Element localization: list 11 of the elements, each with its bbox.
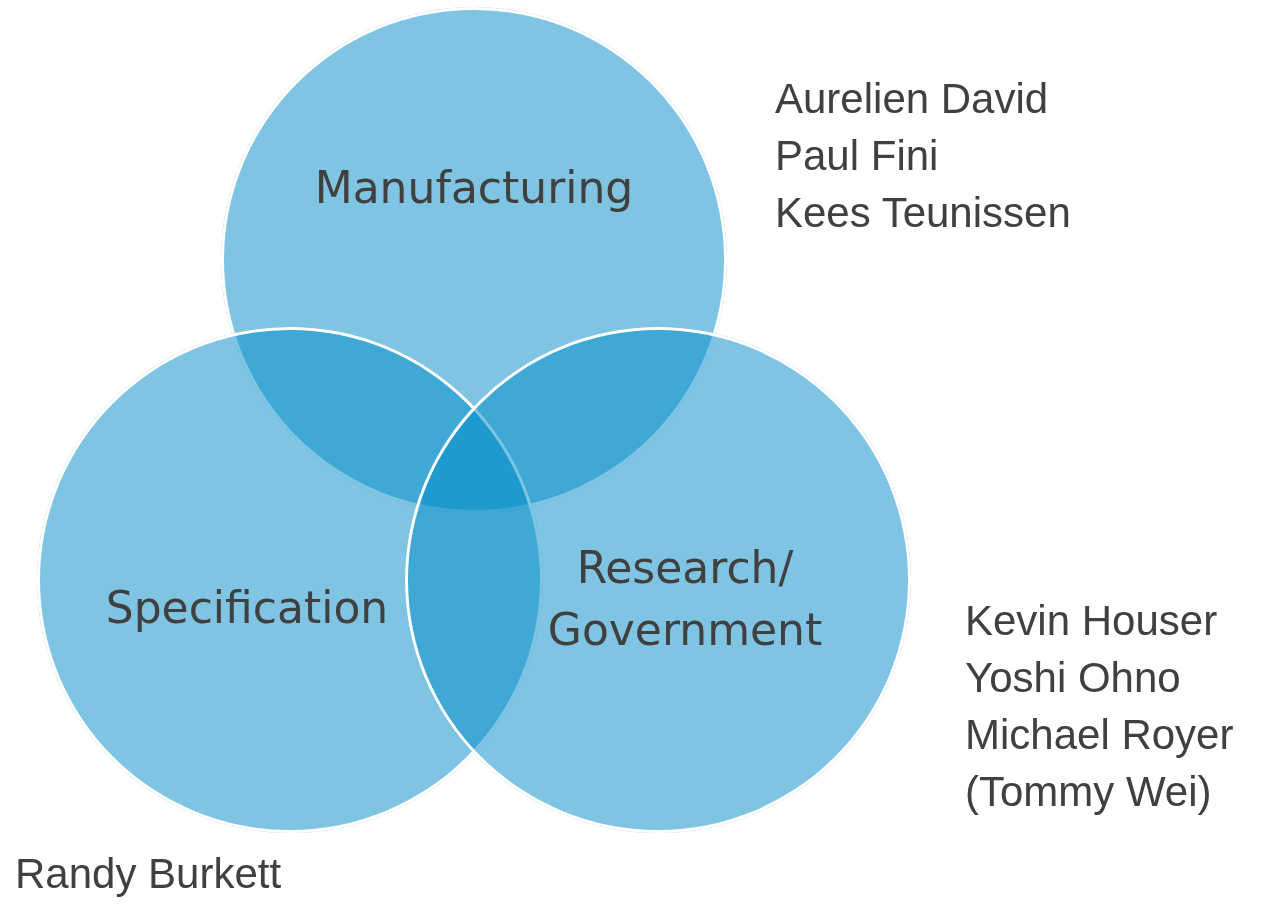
- circle-label: Specification: [104, 581, 390, 635]
- circle-label: Research/ Government: [546, 541, 824, 657]
- person-name: Michael Royer: [965, 710, 1234, 760]
- person-name: (Tommy Wei): [965, 767, 1212, 817]
- person-name: Kevin Houser: [965, 596, 1218, 646]
- person-name: Randy Burkett: [15, 849, 282, 899]
- person-name: Aurelien David: [775, 74, 1049, 124]
- person-name: Kees Teunissen: [775, 188, 1071, 238]
- person-name: Paul Fini: [775, 131, 939, 181]
- circle-label: Manufacturing: [313, 161, 635, 215]
- person-name: Yoshi Ohno: [965, 653, 1181, 703]
